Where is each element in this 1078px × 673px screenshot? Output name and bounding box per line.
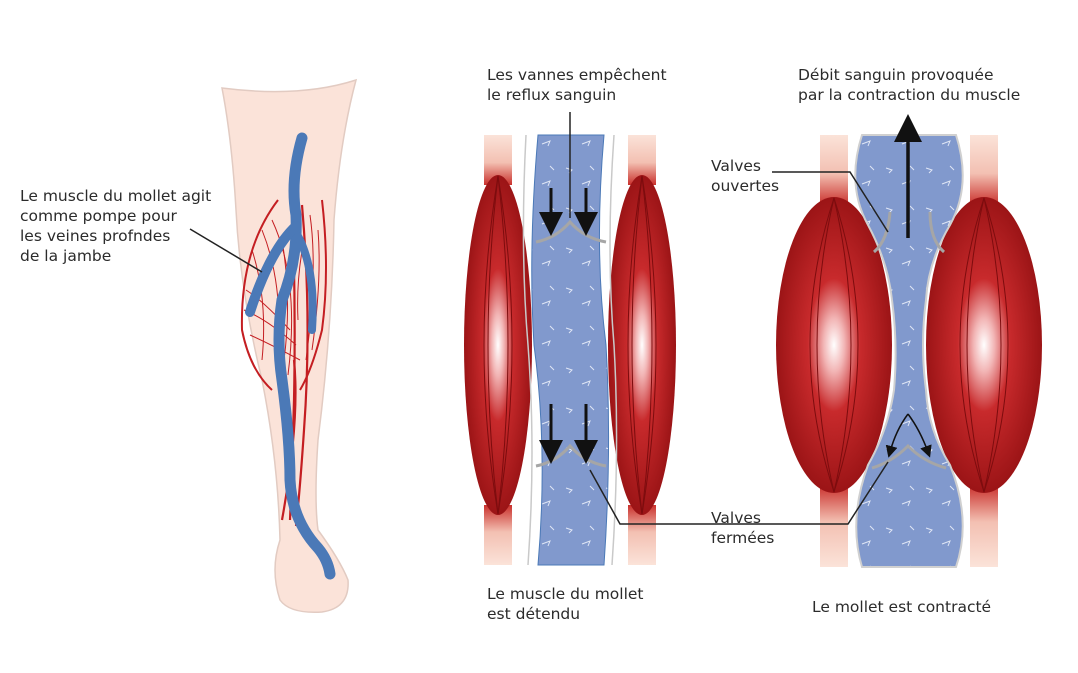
relaxed-left-muscle — [464, 175, 532, 515]
contracted-right-muscle — [926, 197, 1042, 493]
leg-label-leader — [189, 228, 263, 273]
contracted-lower-valve — [871, 443, 947, 470]
relaxed-muscle-panel — [464, 112, 676, 566]
blood-flow-label: Débit sanguin provoquée par la contracti… — [798, 66, 1021, 104]
valves-closed-label: Valves fermées — [711, 509, 775, 547]
contracted-upper-valve-left — [872, 211, 892, 254]
relaxed-right-muscle — [608, 175, 676, 515]
relaxed-caption: Le muscle du mollet est détendu — [487, 585, 644, 623]
contracted-upper-valve-right — [928, 211, 946, 254]
contracted-muscle-panel — [589, 114, 1042, 568]
valves-reflux-label: Les vannes empêchent le reflux sanguin — [487, 66, 667, 104]
leg-deep-vein — [273, 132, 336, 580]
leg-illustration — [189, 78, 358, 613]
calf-muscle-outline — [240, 199, 327, 391]
leg-skin — [221, 78, 358, 613]
valves-open-label: Valves ouvertes — [711, 157, 780, 195]
valves-open-leader — [772, 171, 889, 233]
relaxed-upper-valve — [535, 219, 607, 244]
contracted-caption: Le mollet est contracté — [812, 598, 992, 616]
leg-label: Le muscle du mollet agit comme pompe pou… — [20, 187, 212, 265]
contracted-left-muscle — [776, 197, 892, 493]
valves-closed-leader — [589, 461, 889, 525]
